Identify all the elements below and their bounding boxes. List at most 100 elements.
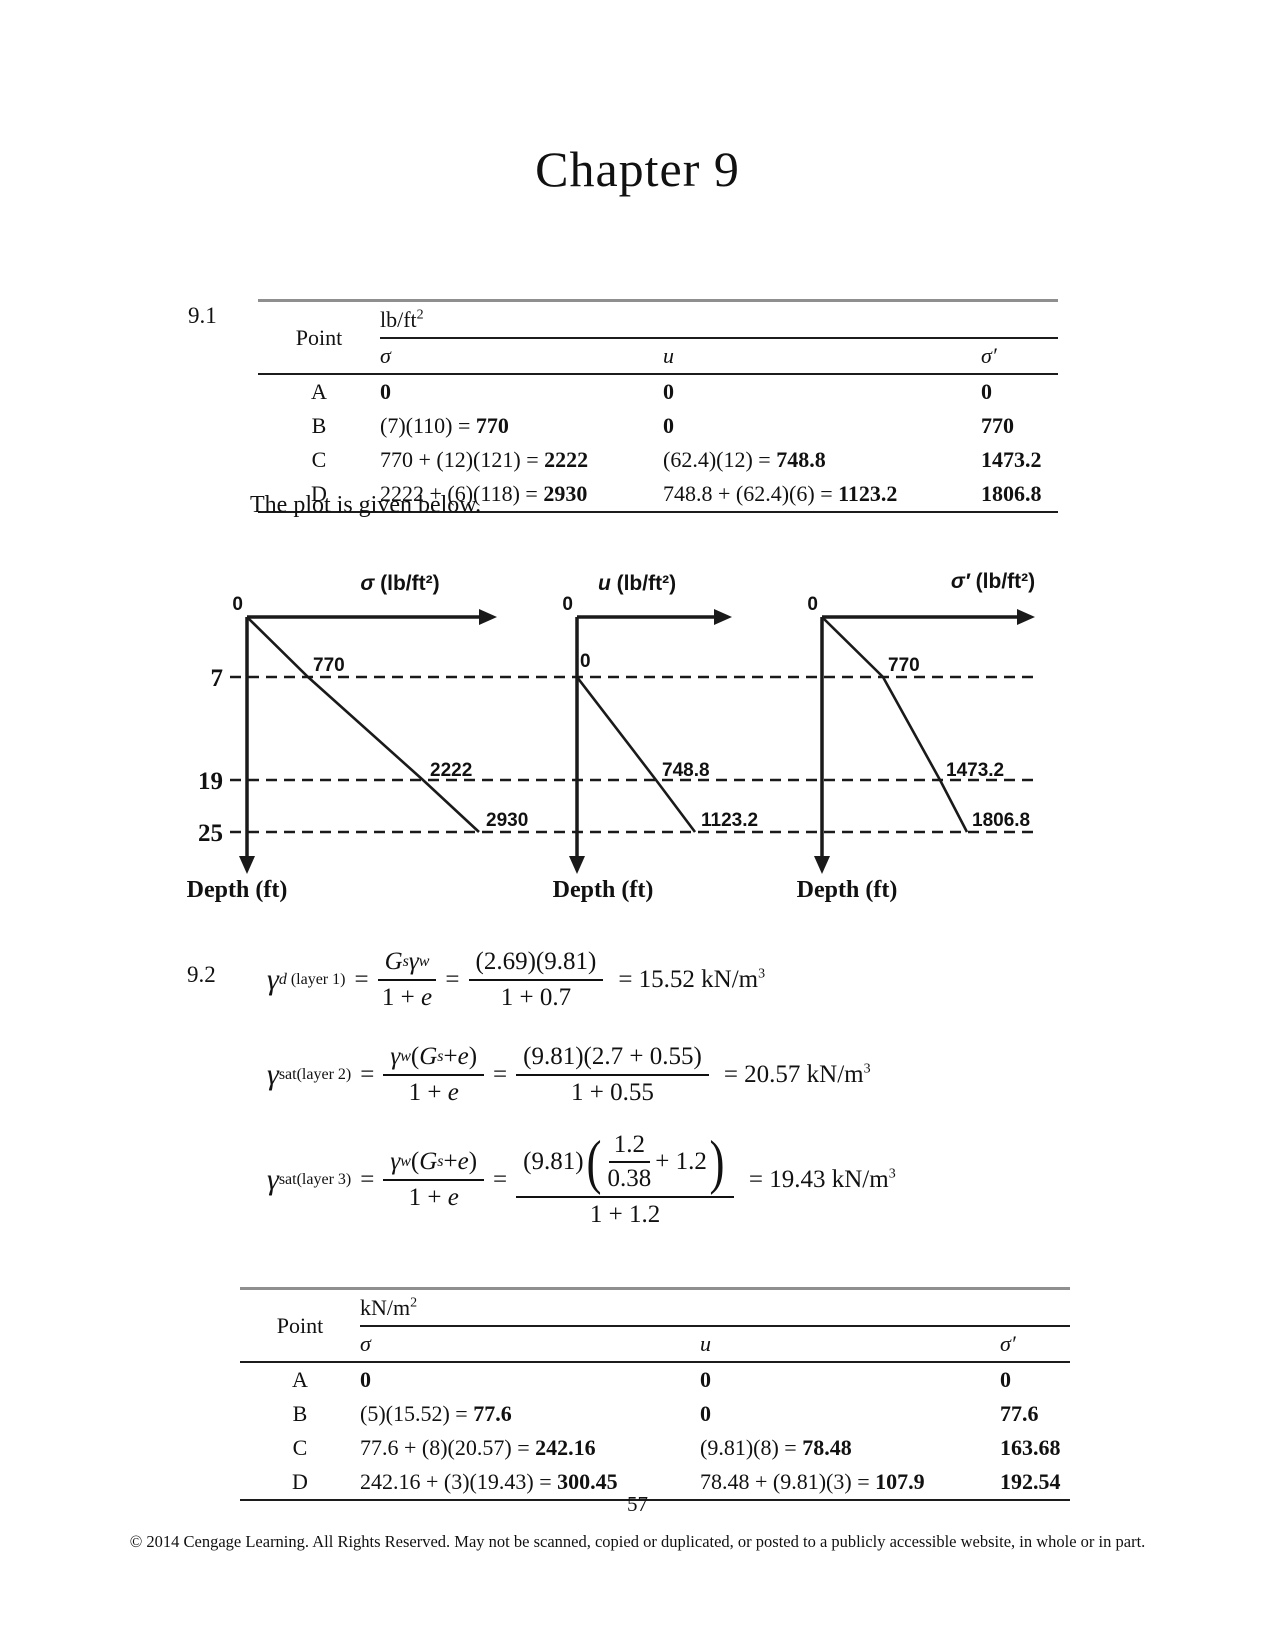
sigma-value: 300.45 — [557, 1469, 618, 1494]
var-e: e — [447, 1184, 459, 1211]
sigma-value: 0 — [360, 1367, 371, 1392]
fraction-numerator: (2.69)(9.81) — [468, 948, 604, 981]
fraction-denominator: 1 + 0.7 — [500, 984, 572, 1011]
problem-label-9-2: 9.2 — [187, 962, 216, 987]
u-value: 1123.2 — [838, 481, 898, 506]
page-number: 57 — [627, 1492, 648, 1516]
u-cell: (62.4)(12) = 748.8 — [663, 443, 981, 477]
sigma-depth-axis-label: Depth (ft) — [187, 877, 288, 903]
stress-table-9-1: Point lb/ft2 σ u σ′ A 0 0 0 B (7)(110) =… — [258, 299, 1059, 513]
sigma-prime-plot: σ′ (lb/ft²) 0 770 1473.2 1806.8 Depth (f… — [797, 570, 1035, 903]
table-row: D 2222 + (6)(118) = 2930 748.8 + (62.4)(… — [258, 477, 1058, 512]
coefficient: (9.81) — [523, 1148, 584, 1175]
var-G: G — [419, 1043, 438, 1070]
equation-result: = 15.52 kN/m3 — [618, 966, 765, 994]
u-header: u — [700, 1326, 1000, 1363]
problem-label-9-1: 9.1 — [188, 303, 217, 328]
point-cell: C — [311, 447, 327, 472]
sub-w: w — [418, 953, 430, 970]
sigma-prime-depth-axis-label: Depth (ft) — [797, 877, 898, 903]
den-text: 1 + — [408, 1184, 448, 1211]
u-cell: 0 — [663, 409, 981, 443]
numeric-fraction: (9.81)(2.7 + 0.55) 1 + 0.55 — [516, 1043, 709, 1107]
sigma-prime-label-1473-2: 1473.2 — [946, 760, 1004, 781]
inner-numerator: 1.2 — [608, 1131, 651, 1163]
sigma-value: 2222 — [544, 447, 589, 472]
sub-w: w — [400, 1153, 411, 1170]
point-cell: B — [311, 413, 327, 438]
equation-result: = 20.57 kN/m3 — [724, 1061, 871, 1089]
depth-tick-7: 7 — [211, 665, 224, 692]
gamma-symbol: γ — [267, 963, 279, 996]
var-gamma: γ — [390, 1148, 401, 1175]
u-origin-label: 0 — [562, 594, 573, 615]
result-text: = 15.52 kN/m — [618, 966, 759, 993]
sigma-prime-cell: 192.54 — [1000, 1469, 1061, 1494]
inner-fraction: 1.2 0.38 — [608, 1131, 652, 1193]
u-value: 0 — [663, 413, 674, 438]
sigma-prime-origin-label: 0 — [807, 594, 818, 615]
u-plot: u (lb/ft²) 0 0 748.8 1123.2 Depth (ft) — [553, 572, 758, 903]
sigma-expr: (5)(15.52) = — [360, 1401, 474, 1426]
den-text: 1 + — [381, 984, 421, 1011]
table-row: B (7)(110) = 770 0 770 — [258, 409, 1058, 443]
sigma-origin-label: 0 — [232, 594, 243, 615]
sigma-axis-title: σ (lb/ft²) — [360, 572, 439, 595]
u-cell: 748.8 + (62.4)(6) = 1123.2 — [663, 477, 981, 512]
gamma-symbol: γ — [267, 1058, 279, 1091]
u-profile-line — [575, 617, 697, 833]
big-paren-close: ) — [709, 1128, 725, 1195]
sigma-profile-line — [246, 616, 480, 833]
u-expr: (62.4)(12) = — [663, 447, 777, 472]
inner-denominator: 0.38 — [607, 1165, 652, 1192]
table-row: A 0 0 0 — [258, 374, 1058, 409]
point-cell: D — [292, 1469, 308, 1494]
point-header: Point — [258, 300, 380, 375]
table-row: B (5)(15.52) = 77.6 0 77.6 — [240, 1397, 1070, 1431]
u-value: 78.48 — [802, 1435, 852, 1460]
plus-sign: + — [443, 1148, 458, 1175]
gamma-subscript: d (layer 1) — [279, 971, 346, 989]
sigma-cell: 770 + (12)(121) = 2222 — [380, 443, 663, 477]
sigma-cell: 2222 + (6)(118) = 2930 — [380, 477, 663, 512]
sigma-value: 242.16 — [535, 1435, 596, 1460]
var-gamma: γ — [408, 948, 419, 975]
sigma-header: σ — [380, 338, 663, 375]
depth-tick-19: 19 — [198, 768, 223, 795]
sigma-plot: σ (lb/ft²) 0 770 2222 2930 Depth (ft) — [187, 572, 529, 903]
result-exponent: 3 — [863, 1061, 871, 1077]
sigma-prime-cell: 1473.2 — [981, 447, 1042, 472]
sigma-expr: 2222 + (6)(118) = — [380, 481, 544, 506]
sigma-expr: 770 + (12)(121) = — [380, 447, 545, 472]
sigma-cell: (5)(15.52) = 77.6 — [360, 1397, 700, 1431]
sigma-cell: 0 — [360, 1362, 700, 1397]
sigma-label-2930: 2930 — [486, 810, 528, 831]
big-paren-open: ( — [586, 1128, 602, 1195]
var-G: G — [384, 948, 403, 975]
page-title: Chapter 9 — [535, 141, 740, 197]
table-row: A 0 0 0 — [240, 1362, 1070, 1397]
unit-header: lb/ft2 — [380, 300, 1059, 339]
u-value: 107.9 — [875, 1469, 925, 1494]
var-e: e — [457, 1148, 469, 1175]
table-header-row: Point kN/m2 — [240, 1288, 1071, 1363]
sigma-label-770: 770 — [313, 655, 345, 676]
sigma-cell: (7)(110) = 770 — [380, 409, 663, 443]
numeric-fraction: (2.69)(9.81) 1 + 0.7 — [468, 948, 604, 1012]
u-expr: 78.48 + (9.81)(3) = — [700, 1469, 876, 1494]
fraction-denominator: 1 + 1.2 — [589, 1201, 661, 1228]
u-value: 0 — [700, 1367, 711, 1392]
equals-sign: = — [354, 966, 369, 993]
point-cell: A — [292, 1367, 308, 1392]
equals-sign: = — [360, 1061, 375, 1088]
table-row: C 77.6 + (8)(20.57) = 242.16 (9.81)(8) =… — [240, 1431, 1070, 1465]
stress-depth-plots: 7 19 25 σ (lb/ft²) 0 770 2222 2930 Depth… — [187, 570, 1037, 903]
u-label-748-8: 748.8 — [662, 760, 710, 781]
unit-header: kN/m2 — [360, 1288, 1071, 1327]
